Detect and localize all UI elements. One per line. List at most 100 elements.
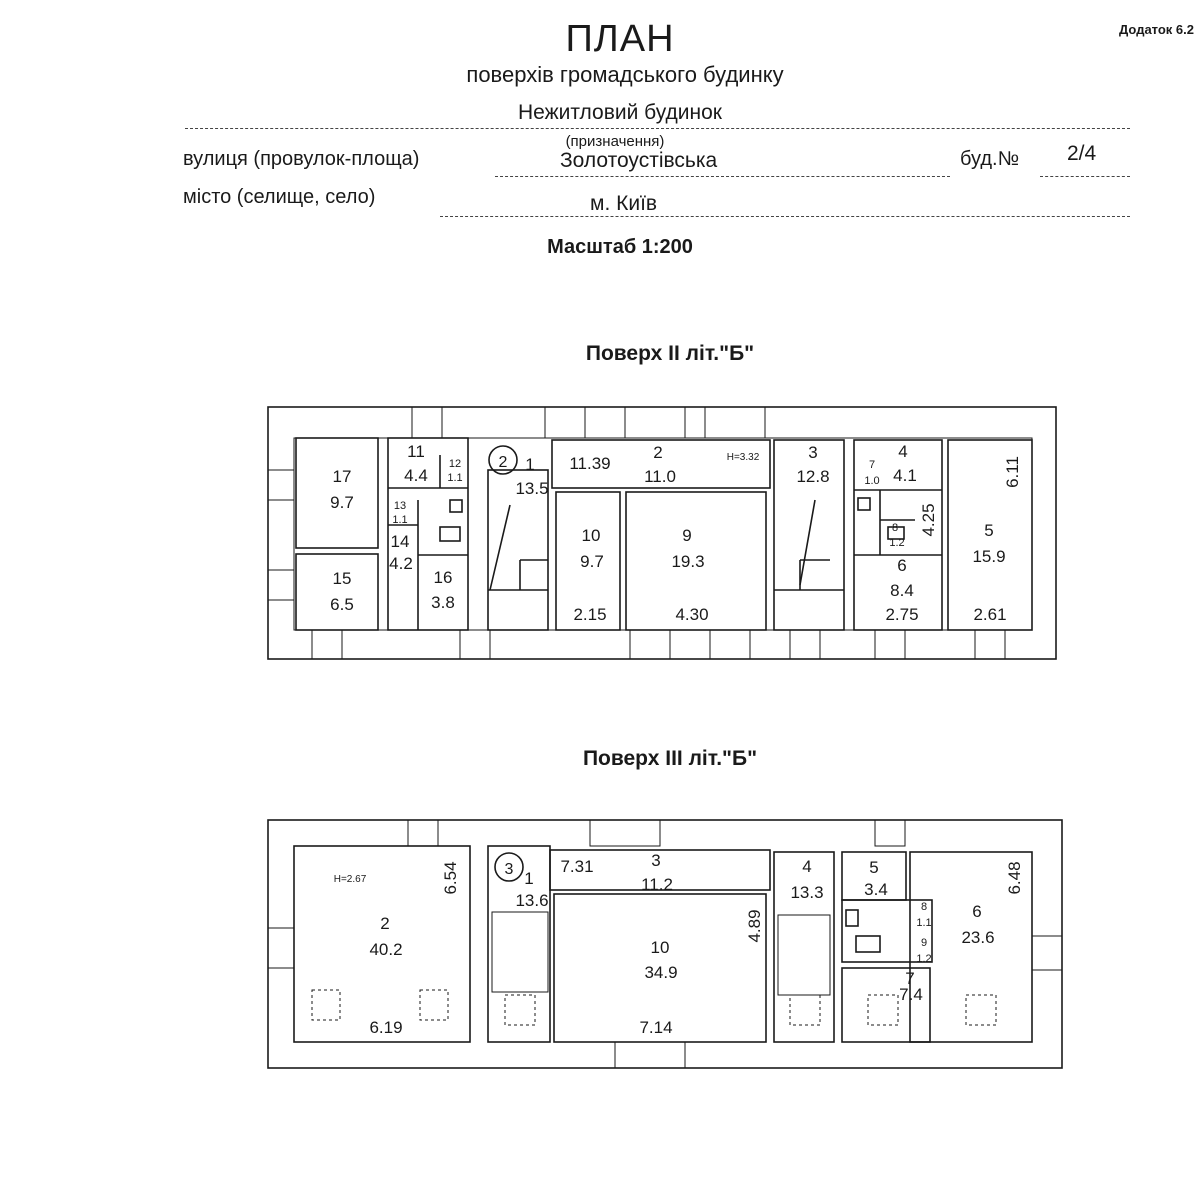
floor2-dimension: 11.39 [569,454,610,473]
floor2-windows [267,406,1006,660]
floor2-room-area: 15.9 [972,547,1005,566]
floor2-stair-number: 2 [499,454,508,471]
floor2-room-no: 15 [333,569,352,588]
floor3-stair-number: 3 [505,861,514,878]
floor3-room-no: 10 [651,938,670,957]
floor2-stair-left [487,469,549,631]
floor2-room-no: 3 [808,443,817,462]
floor2-room-15 [295,553,379,631]
floor2-room-area: 13.5 [515,479,548,498]
floor3-stair-right [773,851,835,1043]
floor2-stair-marker [488,445,518,475]
floor2-dimension: 2.75 [885,605,918,624]
floor3-room-area: 11.2 [641,875,673,894]
appendix-label: Додаток 6.2 [1119,22,1194,37]
floor2-room-area: 11.0 [644,467,676,486]
building-label: буд.№ [960,148,1020,170]
floor3-room-5-group [841,851,933,1043]
floor3-stair-left [487,845,551,1043]
floor3-room-area: 40.2 [369,940,402,959]
floor3-room-no: 2 [380,914,389,933]
floor3-room-area: 34.9 [644,963,677,982]
floor2-room-area: 9.7 [330,493,354,512]
purpose-underline [185,128,1130,129]
floor3-room-no: 1 [524,869,533,888]
floor2-dimension: 4.25 [919,503,938,536]
floor2-room-area: 19.3 [671,552,704,571]
street-value: Золотоустівська [560,149,718,172]
floor2-room-9 [625,491,767,631]
floor2-room-no: 11 [407,442,425,461]
floor2-room-area: 1.1 [392,514,407,526]
floor2-room-no: 1 [525,455,534,474]
floor2-room-no: 17 [333,467,352,486]
floor2-room-area: 12.8 [796,467,829,486]
floor3-room-no: 8 [921,901,927,913]
floor3-height: H=2.67 [334,874,367,885]
floor2-room-area: 6.5 [330,595,354,614]
floor3-dimension: 4.89 [745,909,764,942]
plan-title: ПЛАН [565,18,675,60]
floor2-room-no: 6 [897,556,906,575]
floor3-room-no: 9 [921,937,927,949]
floor2-room-area: 3.8 [431,593,455,612]
floor3-room-area: 7.4 [899,985,923,1004]
floor2-height: H=3.32 [727,452,760,463]
street-label: вулиця (провулок-площа) [183,148,420,170]
floor2-room-17 [295,437,379,549]
floor3-room-area: 1.1 [916,917,931,929]
floor2-room-no: 9 [682,526,691,545]
floor3-dimension: 6.19 [369,1018,402,1037]
floor3-title: Поверх III літ."Б" [582,747,758,770]
floor3-windows [267,819,1063,1069]
city-value: м. Київ [590,192,658,215]
floor2-room-no: 2 [653,443,662,462]
floor2-dimension: 4.30 [675,605,708,624]
floor3-room-area: 23.6 [961,928,994,947]
scale-label: Масштаб 1:200 [547,236,693,258]
floor2-room-no: 5 [984,521,993,540]
floor2-room-area: 9.7 [580,552,604,571]
floor2-dimension: 2.61 [973,605,1006,624]
floor3-dimension: 7.31 [560,857,593,876]
floor2-room-area: 4.2 [389,554,413,573]
floor2-room-area: 1.0 [864,475,879,487]
floor3-room-area: 13.3 [790,883,823,902]
purpose-value: Нежитловий будинок [518,101,722,124]
floor2-room-10 [555,491,621,631]
street-underline [495,176,950,177]
floor2-room-no: 12 [449,458,461,470]
floor3-room-no: 3 [651,851,660,870]
floor2-room-no: 14 [391,532,410,551]
floor2-title: Поверх II літ."Б" [585,342,755,365]
floor3-room-no: 4 [802,857,811,876]
floor3-room-area: 3.4 [864,880,888,899]
floor3-room-no: 5 [869,858,878,877]
floor2-dimension: 6.11 [1003,456,1022,488]
floor3-vent-grids [311,989,997,1026]
floor2-room-no: 8 [892,522,898,534]
floor2-room-area: 1.2 [889,537,904,549]
floor2-room-area: 1.1 [447,472,462,484]
floor2-room-2-corridor [551,439,771,489]
floor2-room-area: 4.1 [893,466,917,485]
floor3-dimension: 7.14 [639,1018,672,1037]
plan-subtitle: поверхів громадського будинку [466,62,784,87]
floor2-room-no: 16 [434,568,453,587]
building-underline [1040,176,1130,177]
floor3-stair-marker [494,852,524,882]
city-underline [440,216,1130,217]
city-label: місто (селище, село) [183,186,376,208]
floor3-room-3-corridor [549,849,771,891]
floor2-room-no: 4 [898,442,907,461]
floor3-room-area: 1.2 [916,953,931,965]
floor2-room-area: 4.4 [404,466,428,485]
floor2-room-area: 8.4 [890,581,914,600]
floor3-room-no: 6 [972,902,981,921]
floor3-dimension: 6.54 [441,861,460,894]
floor3-dimension: 6.48 [1005,861,1024,894]
floor2-dimension: 2.15 [573,605,606,624]
floor2-room-no: 10 [582,526,601,545]
building-value: 2/4 [1067,142,1097,165]
